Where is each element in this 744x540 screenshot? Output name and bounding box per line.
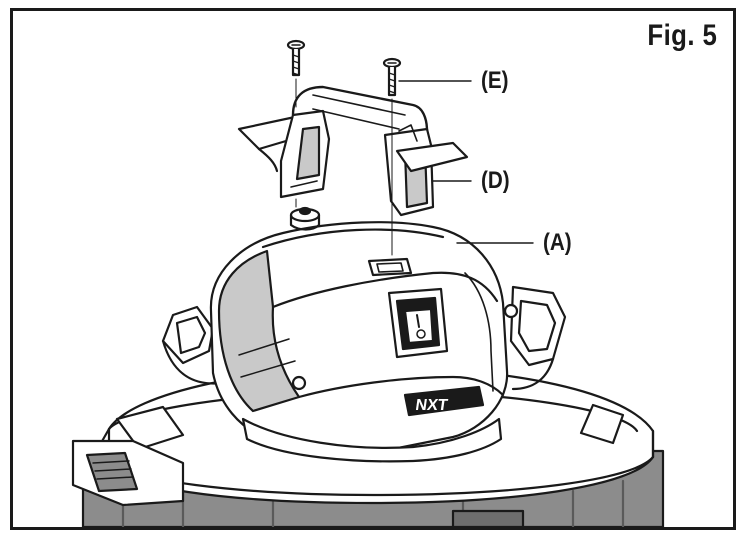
callout-label-d: (D) [481,167,510,194]
right-side-handle [509,285,567,391]
screw-hole-right [367,257,413,277]
left-side-handle [161,305,225,385]
top-carry-handle [237,85,469,217]
leader-lines [398,80,534,244]
power-switch [387,287,449,359]
figure-title: Fig. 5 [647,19,717,52]
screw-left [286,39,306,77]
vacuum-illustration: NXT [71,39,665,527]
drum-side-latch [71,439,185,507]
screw-right [382,57,402,97]
screw-boss-left [289,206,321,231]
nxt-logo: NXT [403,385,485,417]
assembly-guide-lines [295,78,393,256]
callout-label-e: (E) [481,67,509,94]
motor-head-housing [209,221,519,463]
nxt-logo-text: NXT [414,396,449,414]
figure-frame: NXT [10,8,736,530]
callout-label-a: (A) [543,229,572,256]
